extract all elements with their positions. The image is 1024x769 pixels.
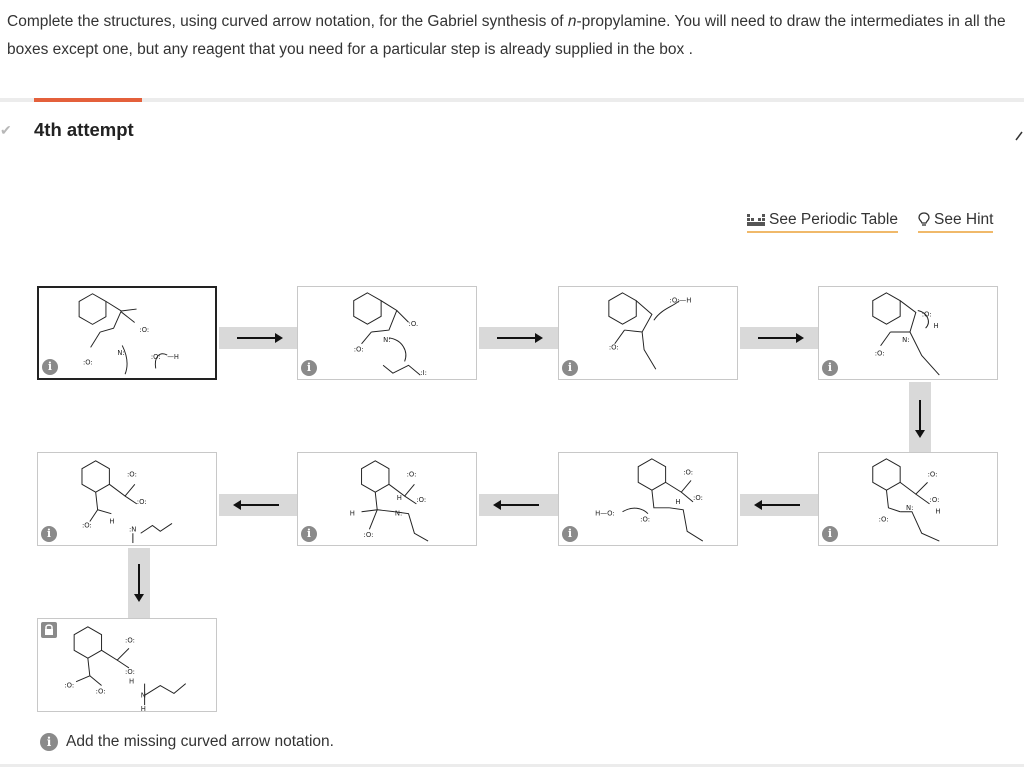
svg-text::O:: :O: xyxy=(64,682,74,690)
svg-text::I:: :I: xyxy=(420,369,427,377)
info-icon[interactable]: i xyxy=(42,359,58,375)
tab-divider xyxy=(0,98,1024,102)
svg-text::O:: :O: xyxy=(875,350,885,358)
structure-amide-anion-leaving: :O: :O: :O: H :N xyxy=(81,460,173,544)
info-icon[interactable]: i xyxy=(822,360,838,376)
svg-text::O:: :O: xyxy=(83,359,93,367)
svg-text::O.: :O. xyxy=(409,320,419,328)
structure-phthalimide-anion: :O: N: :O: :O: —H xyxy=(78,293,179,375)
svg-text:H: H xyxy=(109,517,114,525)
bottom-divider xyxy=(0,764,1024,767)
svg-text:N:: N: xyxy=(117,349,124,357)
svg-text:—H: —H xyxy=(167,353,179,361)
mechanism-box-9-locked: :O: :O: :O: :O: H N H xyxy=(37,618,217,712)
svg-text::O:: :O: xyxy=(364,531,374,539)
svg-text::O:: :O: xyxy=(125,636,135,644)
lightbulb-icon xyxy=(918,212,930,226)
svg-text::O:: :O: xyxy=(96,687,106,695)
svg-text:N:: N: xyxy=(902,336,909,344)
mechanism-box-7[interactable]: :O: :O: H H N: :O: i xyxy=(297,452,477,546)
reaction-arrow-8 xyxy=(128,548,150,618)
structure-tetrahedral-intermediate: :O: H N: :O: xyxy=(872,292,940,376)
reaction-arrow-6 xyxy=(479,494,558,516)
svg-text::O:: :O: xyxy=(693,494,703,502)
svg-text::O:: :O: xyxy=(640,516,650,524)
see-periodic-table-link[interactable]: See Periodic Table xyxy=(747,211,898,233)
svg-text:N:: N: xyxy=(395,510,402,518)
reaction-arrow-1 xyxy=(219,327,297,349)
svg-text::O:: :O: xyxy=(354,346,364,354)
svg-text:H: H xyxy=(933,322,938,330)
svg-text::O:: :O: xyxy=(139,326,149,334)
mechanism-box-8[interactable]: :O: :O: :O: H :N i xyxy=(37,452,217,546)
svg-text::O:: :O: xyxy=(930,496,940,504)
structure-n-propylphthalimide-hydroxide: :O:—H :O: xyxy=(608,292,692,370)
question-text: Complete the structures, using curved ar… xyxy=(7,13,1006,58)
svg-text:N:: N: xyxy=(383,336,390,344)
svg-text:H: H xyxy=(129,678,134,686)
svg-text::O:: :O: xyxy=(137,498,147,506)
mechanism-box-2[interactable]: :O. N: :O: :I: i xyxy=(297,286,477,380)
mechanism-box-6[interactable]: :O: :O: H H—O: :O: i xyxy=(558,452,738,546)
see-hint-link[interactable]: See Hint xyxy=(918,211,994,233)
lock-icon xyxy=(41,622,57,638)
info-icon[interactable]: i xyxy=(301,526,317,542)
structure-second-hydroxide-attack: :O: :O: H H—O: :O: xyxy=(595,458,704,542)
info-icon[interactable]: i xyxy=(562,360,578,376)
check-icon: ✔ xyxy=(0,122,12,138)
reaction-arrow-7 xyxy=(219,494,297,516)
svg-text:H: H xyxy=(141,705,146,711)
reaction-arrow-3 xyxy=(740,327,818,349)
structure-ring-opened-amide: :O: :O: H :O: N: xyxy=(872,458,941,542)
svg-text::O:: :O: xyxy=(609,344,619,352)
svg-text:N:: N: xyxy=(906,504,913,512)
structure-second-tetrahedral-intermediate: :O: :O: H H N: :O: xyxy=(350,460,429,542)
svg-text::O:: :O: xyxy=(928,470,938,478)
reaction-arrow-2 xyxy=(479,327,558,349)
svg-text::N: :N xyxy=(129,525,136,533)
reaction-arrow-5 xyxy=(740,494,818,516)
periodic-table-icon xyxy=(747,213,765,226)
svg-text::O:: :O: xyxy=(82,521,92,529)
svg-text::O:: :O: xyxy=(125,668,135,676)
hint-label: See Hint xyxy=(934,211,994,228)
info-icon[interactable]: i xyxy=(822,526,838,542)
collapse-corner-icon[interactable] xyxy=(1014,128,1024,142)
reaction-arrow-4 xyxy=(909,382,931,452)
mechanism-box-1[interactable]: :O: N: :O: :O: —H i xyxy=(37,286,217,380)
svg-text:N: N xyxy=(141,691,146,699)
svg-text::O:—H: :O:—H xyxy=(670,297,692,305)
svg-text::O:: :O: xyxy=(407,470,417,478)
svg-text::O:: :O: xyxy=(683,469,693,477)
structure-sn2-attack: :O. N: :O: :I: xyxy=(353,292,427,377)
svg-text:H: H xyxy=(397,494,402,502)
footnote: i Add the missing curved arrow notation. xyxy=(40,733,334,751)
footnote-text: Add the missing curved arrow notation. xyxy=(66,733,334,751)
svg-text:H—O:: H—O: xyxy=(595,510,615,518)
mechanism-box-3[interactable]: :O:—H :O: i xyxy=(558,286,738,380)
structure-phthalate-and-propylamine: :O: :O: :O: :O: H N H xyxy=(64,626,187,711)
svg-text::O:: :O: xyxy=(922,310,932,318)
svg-text::O:: :O: xyxy=(879,516,889,524)
svg-text:H: H xyxy=(350,510,355,518)
periodic-table-label: See Periodic Table xyxy=(769,211,898,228)
attempt-tab-indicator xyxy=(34,98,142,102)
info-icon[interactable]: i xyxy=(41,526,57,542)
svg-text::O:: :O: xyxy=(127,470,137,478)
mechanism-box-5[interactable]: :O: :O: H :O: N: i xyxy=(818,452,998,546)
info-icon[interactable]: i xyxy=(562,526,578,542)
mechanism-box-4[interactable]: :O: H N: :O: i xyxy=(818,286,998,380)
svg-text::O:: :O: xyxy=(151,353,161,361)
svg-text:H: H xyxy=(675,498,680,506)
info-icon[interactable]: i xyxy=(301,360,317,376)
svg-text:H: H xyxy=(935,508,940,516)
attempt-label: 4th attempt xyxy=(34,119,134,140)
svg-text::O:: :O: xyxy=(416,496,426,504)
info-icon: i xyxy=(40,733,58,751)
